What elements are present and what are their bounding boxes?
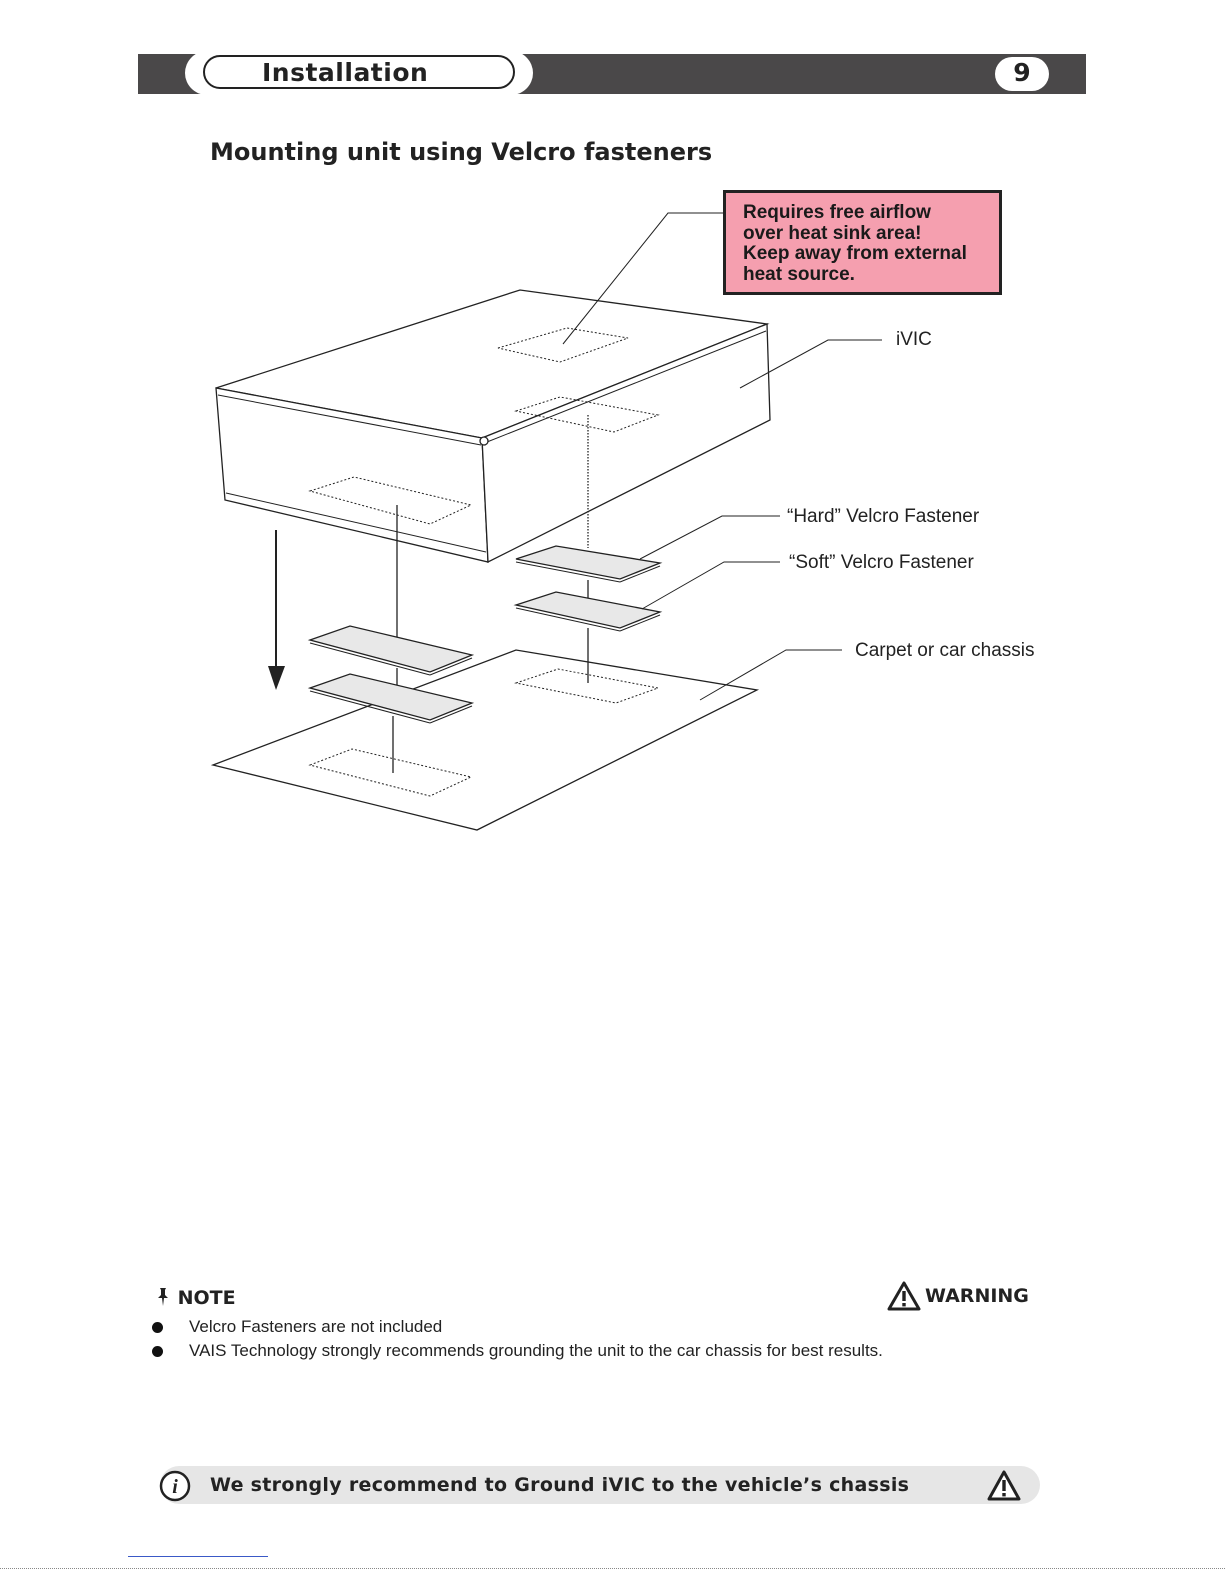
- note-bullet: VAIS Technology strongly recommends grou…: [152, 1341, 883, 1361]
- bottom-banner: [160, 1466, 1040, 1504]
- hard-strip-right: [515, 545, 663, 580]
- airflow-warning-line: heat source.: [743, 263, 855, 285]
- note-heading: NOTE: [155, 1287, 236, 1309]
- unit-mark-front: [308, 476, 473, 525]
- arrow-head: [268, 666, 285, 690]
- note-bullet-text: VAIS Technology strongly recommends grou…: [189, 1341, 883, 1360]
- callout-surface: Carpet or car chassis: [855, 640, 1035, 661]
- bullet-dot: [152, 1345, 163, 1357]
- warning-triangle-icon: [987, 1470, 1021, 1501]
- page-number-pill: [995, 57, 1049, 91]
- airflow-warning-line: over heat sink area!: [743, 222, 922, 244]
- bottom-banner-text: We strongly recommend to Ground iVIC to …: [210, 1474, 910, 1496]
- floor-mark-right: [514, 668, 660, 704]
- soft-strip-right: [513, 591, 663, 629]
- info-icon: i: [159, 1470, 191, 1502]
- svg-text:i: i: [172, 1476, 178, 1498]
- floor-mark-left: [308, 748, 473, 797]
- airflow-warning-box: Requires free airflow over heat sink are…: [723, 190, 1002, 295]
- pushpin-icon: [158, 1288, 168, 1306]
- page-number: 9: [1013, 58, 1031, 87]
- leader-airflow: [562, 212, 723, 345]
- footer-link-underline: [128, 1556, 268, 1557]
- warning-label: WARNING: [925, 1285, 1029, 1307]
- section-title: Installation: [262, 58, 429, 87]
- section-pill: [203, 55, 515, 89]
- leader-surface: [699, 649, 842, 701]
- page-heading: Mounting unit using Velcro fasteners: [210, 138, 713, 166]
- footer-rule: [0, 1568, 1225, 1569]
- warning-heading: WARNING: [887, 1280, 1029, 1312]
- leader-hard: [639, 515, 780, 560]
- note-label: NOTE: [177, 1287, 236, 1309]
- callout-unit: iVIC: [896, 329, 932, 350]
- hard-strip-left: [307, 625, 475, 673]
- callout-soft-fastener: “Soft” Velcro Fastener: [789, 552, 974, 573]
- leader-soft: [641, 561, 780, 610]
- heatsink-mark: [497, 327, 629, 363]
- leader-unit: [739, 339, 882, 389]
- unit-side: [481, 323, 771, 564]
- soft-strip-left: [307, 673, 475, 721]
- unit-corner-knob: [479, 436, 489, 446]
- airflow-warning-line: Requires free airflow: [743, 202, 931, 223]
- callout-hard-fastener: “Hard” Velcro Fastener: [787, 506, 980, 527]
- chassis-plane: [210, 649, 760, 831]
- unit-mark-side: [514, 396, 660, 433]
- warning-triangle-icon: [887, 1281, 921, 1311]
- note-bullet-text: Velcro Fasteners are not included: [189, 1317, 443, 1336]
- bullet-dot: [152, 1321, 163, 1333]
- note-bullet: Velcro Fasteners are not included: [152, 1317, 442, 1337]
- airflow-warning-line: Keep away from external: [743, 243, 967, 264]
